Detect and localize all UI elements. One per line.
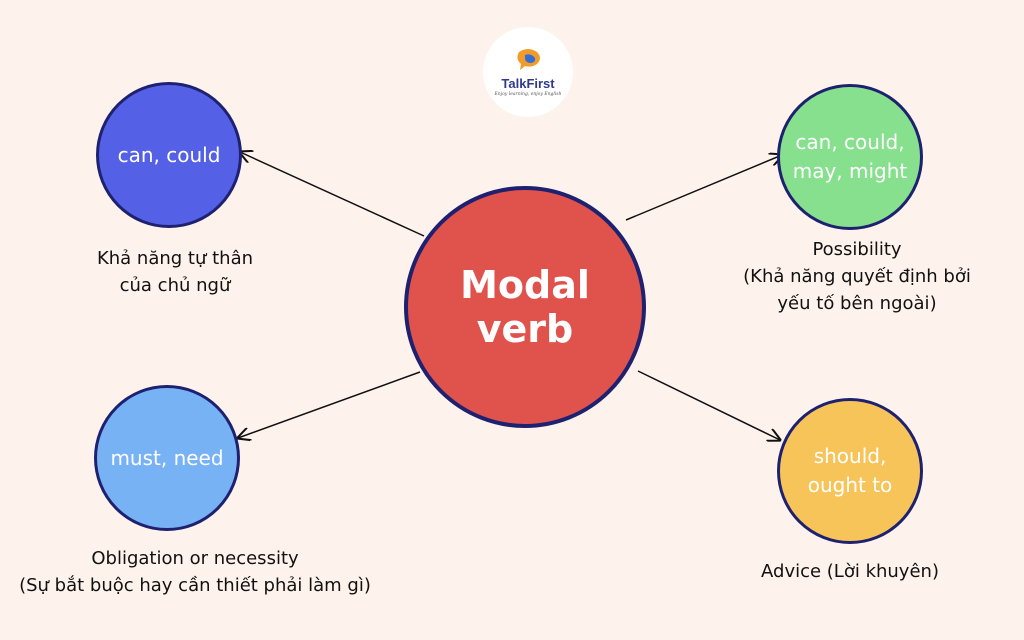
caption-line: của chủ ngữ xyxy=(119,275,231,296)
arrow-to-should xyxy=(637,370,780,440)
node-possibility-text-line-1: can, could, xyxy=(795,130,905,154)
caption-line: Khả năng tự thân xyxy=(96,248,254,269)
caption-line: yếu tố bên ngoài) xyxy=(777,293,937,314)
caption-advice: Advice (Lời khuyên) xyxy=(720,558,980,585)
node-possibility: can, could, may, might xyxy=(777,84,923,230)
caption-line: (Sự bắt buộc hay cần thiết phải làm gì) xyxy=(19,575,371,596)
logo-tagline: Enjoy learning, enjoy English xyxy=(494,91,562,97)
node-must-need: must, need xyxy=(94,385,240,531)
talkfirst-logo: TalkFirst Enjoy learning, enjoy English xyxy=(483,27,573,117)
node-should-text-line-1: should, xyxy=(813,444,887,468)
speech-bubble-logo-icon xyxy=(517,48,540,70)
node-can-could: can, could xyxy=(96,82,242,228)
caption-obligation: Obligation or necessity (Sự bắt buộc hay… xyxy=(0,545,390,599)
node-must-need-text: must, need xyxy=(110,445,224,470)
logo-name: TalkFirst xyxy=(501,75,555,91)
node-should: should, ought to xyxy=(777,398,923,544)
node-possibility-text-line-2: may, might xyxy=(792,159,908,183)
caption-line: Obligation or necessity xyxy=(91,548,299,569)
center-node-label: Modal verb xyxy=(460,263,590,351)
arrow-to-must-need xyxy=(238,371,421,438)
node-should-text-line-2: ought to xyxy=(807,473,893,497)
caption-line: Advice (Lời khuyên) xyxy=(761,561,939,582)
caption-line: (Khả năng quyết định bởi xyxy=(743,266,971,287)
caption-can-could: Khả năng tự thân của chủ ngữ xyxy=(60,245,290,299)
center-node-modal-verb: Modal verb xyxy=(404,186,646,428)
caption-possibility: Possibility (Khả năng quyết định bởi yếu… xyxy=(726,236,988,317)
node-can-could-text: can, could xyxy=(117,142,221,167)
arrow-to-can-could xyxy=(240,152,425,237)
caption-line: Possibility xyxy=(812,239,902,260)
arrow-to-possibility xyxy=(625,155,782,221)
